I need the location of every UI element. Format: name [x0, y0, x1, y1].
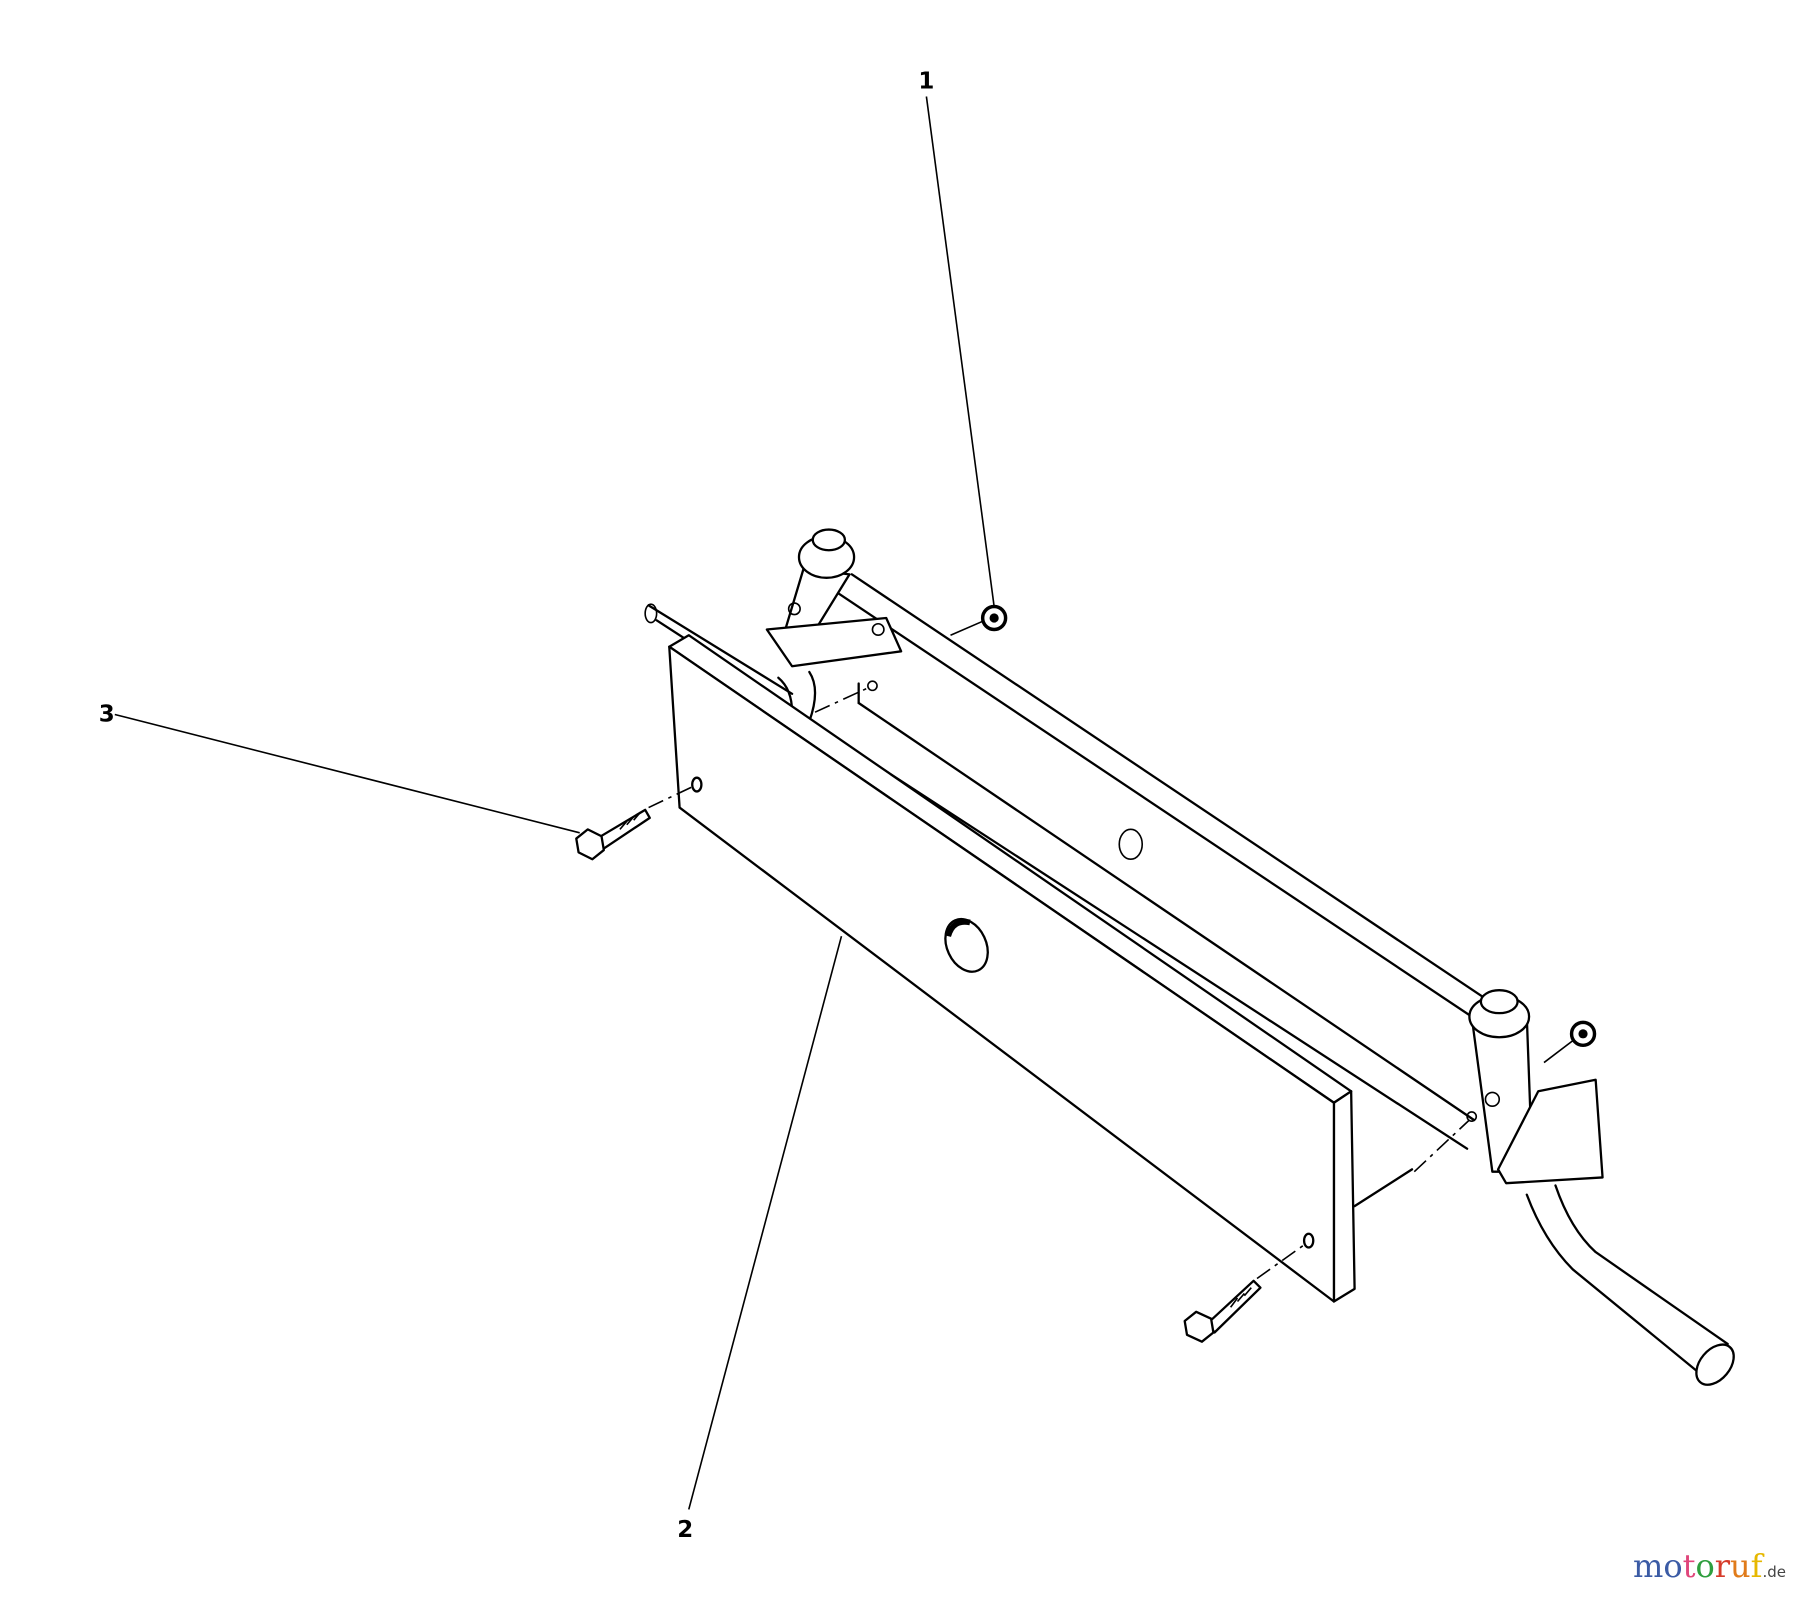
- bolt-right: [1183, 1243, 1306, 1343]
- motoruf-watermark: motoruf.de: [1633, 1547, 1786, 1585]
- callout-2: 2: [677, 1517, 693, 1543]
- bolt-left: [575, 786, 693, 861]
- frame-assembly: [644, 573, 1485, 1208]
- watermark-letter: t: [1682, 1547, 1696, 1585]
- channel-hole: [1118, 828, 1144, 861]
- leader-1: [925, 96, 995, 607]
- watermark-letter: f: [1750, 1547, 1763, 1585]
- nut-left: [950, 604, 1008, 636]
- leader-3: [114, 713, 580, 834]
- nut-right: [1543, 1020, 1597, 1064]
- left-spindle: [765, 528, 903, 723]
- callout-3: 3: [99, 701, 115, 727]
- watermark-logo: motoruf: [1633, 1547, 1762, 1585]
- watermark-letter: m: [1632, 1547, 1664, 1585]
- right-spindle: [1413, 989, 1735, 1386]
- leader-2: [687, 935, 843, 1510]
- watermark-letter: o: [1663, 1547, 1683, 1585]
- watermark-letter: r: [1714, 1547, 1731, 1585]
- board: [668, 634, 1356, 1303]
- callout-1: 1: [918, 68, 934, 94]
- board-center-hole: [944, 917, 989, 973]
- watermark-suffix: .de: [1762, 1563, 1786, 1581]
- watermark-letter: o: [1695, 1547, 1715, 1585]
- watermark-letter: u: [1730, 1547, 1751, 1585]
